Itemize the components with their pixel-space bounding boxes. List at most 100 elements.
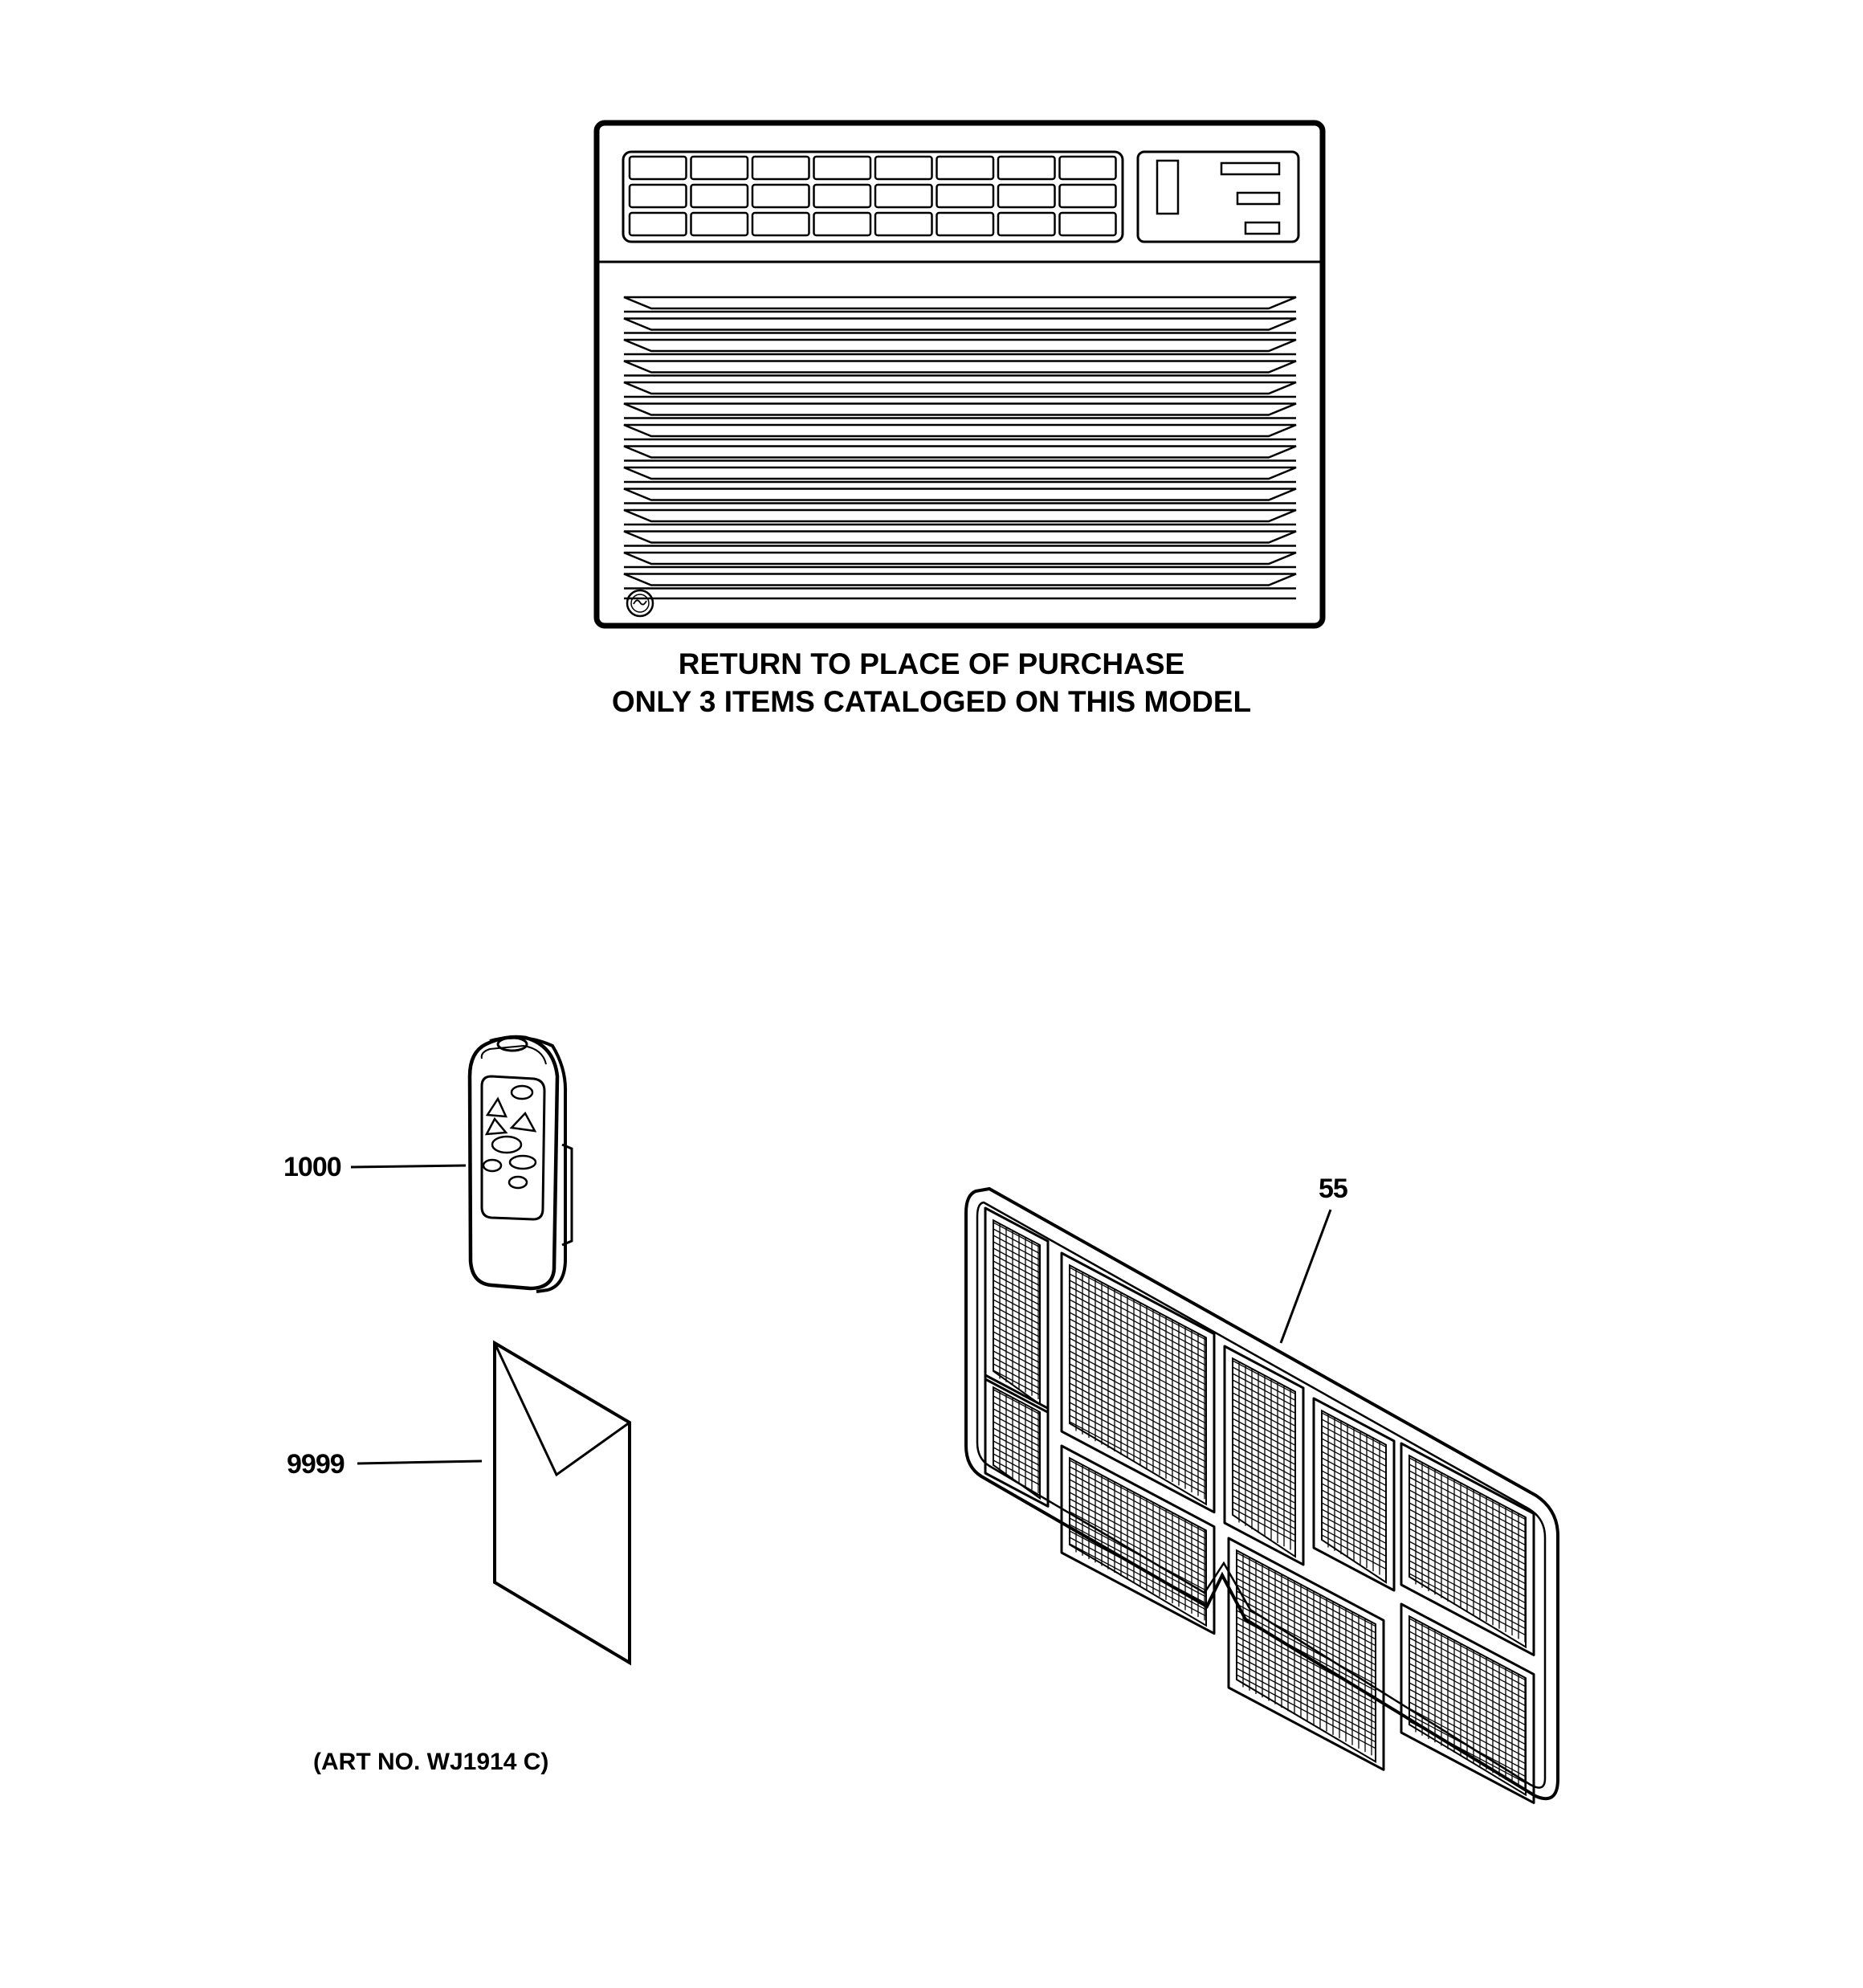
mesh-line	[993, 1389, 1041, 1415]
mesh-line	[1232, 1392, 1296, 1427]
filter-panel-inner	[1408, 1454, 1527, 1649]
mesh-line	[1069, 1363, 1207, 1437]
callout-9999: 9999	[287, 1449, 345, 1480]
vent-cell	[936, 155, 995, 181]
mesh-line	[1321, 1515, 1387, 1550]
mesh-line	[1232, 1386, 1296, 1420]
mesh-line	[1408, 1656, 1527, 1720]
mesh-line	[1236, 1578, 1376, 1653]
mesh-line	[1408, 1682, 1527, 1745]
filter-panel-inner	[1232, 1357, 1296, 1558]
louver-slat	[623, 445, 1297, 462]
vent-cell	[997, 155, 1056, 181]
mesh-line	[993, 1260, 1041, 1287]
mesh-line	[1232, 1463, 1296, 1497]
literature-envelope-illustration	[357, 1340, 631, 1666]
mesh-line	[1236, 1597, 1376, 1672]
mesh-line	[993, 1254, 1041, 1280]
mesh-line	[993, 1241, 1041, 1268]
vent-cell	[813, 183, 872, 209]
mesh-line	[1321, 1425, 1387, 1460]
mesh-line	[1236, 1674, 1376, 1749]
mesh-line	[993, 1421, 1041, 1447]
mesh-line	[1232, 1437, 1296, 1472]
mesh-line	[1232, 1508, 1296, 1542]
mesh-line	[993, 1318, 1041, 1345]
louver-slat	[623, 508, 1297, 526]
mesh-line	[1232, 1443, 1296, 1478]
mesh-line	[1408, 1714, 1527, 1778]
mesh-line	[1408, 1669, 1527, 1733]
mesh-line	[1236, 1552, 1376, 1627]
mesh-line	[993, 1408, 1041, 1435]
mesh-line	[993, 1337, 1041, 1364]
vent-cell	[690, 183, 749, 209]
mesh-line	[1236, 1668, 1376, 1743]
mesh-line	[1408, 1508, 1527, 1572]
notice-line-1: RETURN TO PLACE OF PURCHASE	[678, 647, 1185, 680]
mesh-line	[1069, 1402, 1207, 1476]
mesh-line	[1408, 1470, 1527, 1533]
vent-cell	[874, 211, 933, 237]
mesh-line	[993, 1280, 1041, 1306]
mesh-line	[1236, 1616, 1376, 1692]
mesh-line	[1408, 1721, 1527, 1784]
mesh-line	[1408, 1463, 1527, 1527]
louver-slat	[623, 381, 1297, 398]
mesh-line	[993, 1459, 1041, 1486]
mesh-line	[1069, 1357, 1207, 1431]
mesh-line	[1408, 1637, 1527, 1700]
mesh-line	[993, 1273, 1041, 1300]
mesh-line	[1408, 1541, 1527, 1604]
filter-panel	[1400, 1602, 1535, 1804]
mesh-line	[1236, 1623, 1376, 1698]
mesh-line	[1232, 1379, 1296, 1414]
mesh-line	[1408, 1695, 1527, 1758]
filter-panel-inner	[993, 1386, 1041, 1500]
mesh-line	[1321, 1412, 1387, 1447]
mesh-line	[1232, 1411, 1296, 1446]
mesh-line	[993, 1453, 1041, 1480]
mesh-line	[1069, 1537, 1207, 1610]
mesh-line	[1321, 1476, 1387, 1512]
mesh-line	[1069, 1344, 1207, 1418]
mesh-line	[1408, 1618, 1527, 1681]
mesh-line	[993, 1331, 1041, 1357]
mesh-line	[1232, 1482, 1296, 1517]
louver-slat	[623, 466, 1297, 484]
mesh-line	[1069, 1414, 1207, 1488]
mesh-line	[1069, 1305, 1207, 1379]
vent-cell	[751, 183, 810, 209]
mesh-line	[1321, 1444, 1387, 1480]
mesh-line	[1236, 1603, 1376, 1679]
mesh-line	[1069, 1350, 1207, 1424]
mesh-line	[1408, 1631, 1527, 1694]
mesh-line	[1232, 1495, 1296, 1529]
mesh-line	[993, 1222, 1041, 1248]
mesh-line	[993, 1395, 1041, 1422]
callout-1000: 1000	[283, 1152, 342, 1182]
mesh-line	[1408, 1476, 1527, 1540]
mesh-line	[1069, 1524, 1207, 1598]
louver-slat	[623, 423, 1297, 441]
mesh-line	[1321, 1431, 1387, 1467]
mesh-line	[1069, 1337, 1207, 1411]
filter-mesh-panels	[984, 1206, 1535, 1804]
control-panel	[1136, 150, 1300, 243]
mesh-line	[1069, 1273, 1207, 1347]
vent-cell	[874, 183, 933, 209]
mesh-line	[1069, 1312, 1207, 1386]
mesh-line	[1069, 1504, 1207, 1578]
louver-slat	[623, 338, 1297, 356]
mesh-line	[1236, 1655, 1376, 1730]
callout-55: 55	[1319, 1174, 1348, 1204]
filter-panel-inner	[1408, 1614, 1527, 1797]
mesh-line	[993, 1357, 1041, 1383]
mesh-line	[1069, 1395, 1207, 1469]
mesh-line	[1069, 1408, 1207, 1482]
mesh-line	[1408, 1457, 1527, 1521]
mesh-line	[993, 1299, 1041, 1325]
mesh-line	[1232, 1373, 1296, 1407]
mesh-line	[1069, 1466, 1207, 1540]
